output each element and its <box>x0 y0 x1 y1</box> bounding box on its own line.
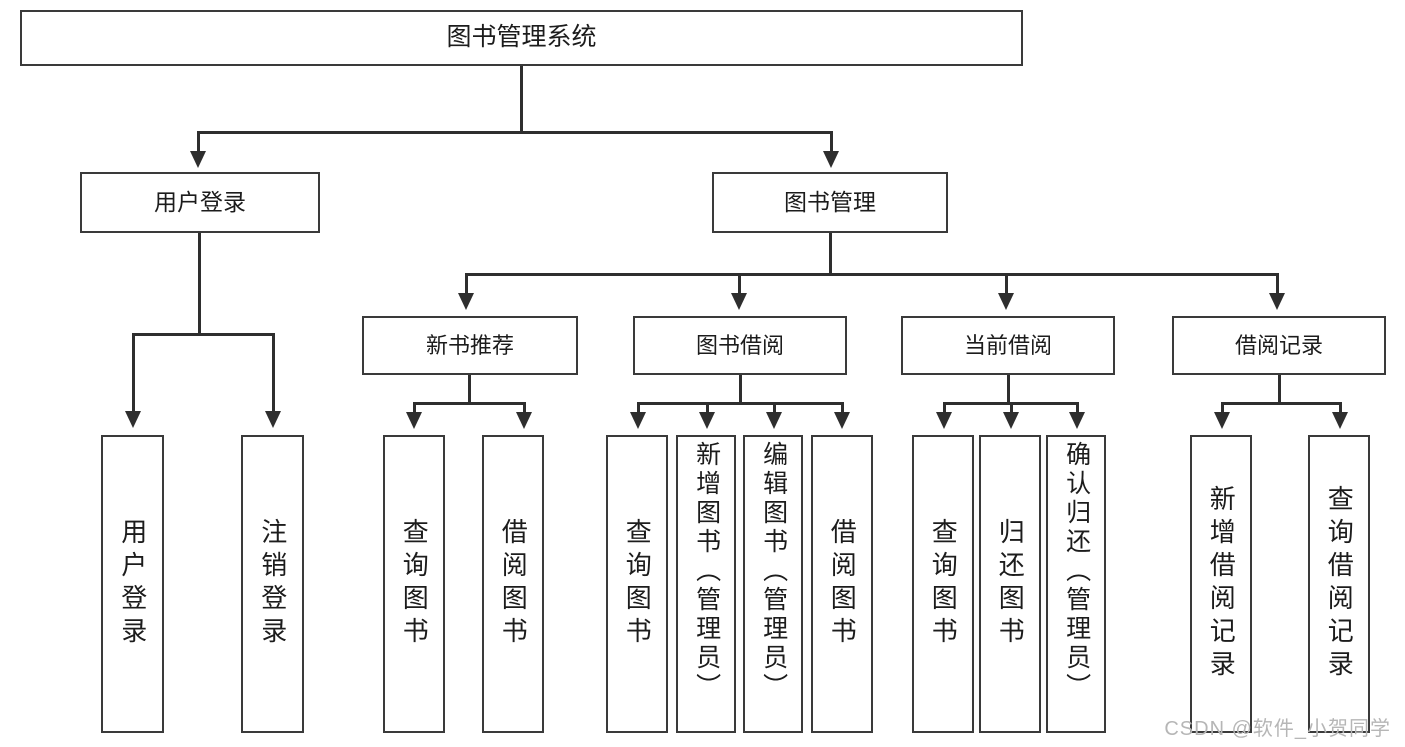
arrowhead-borrow-record <box>1269 293 1285 310</box>
leaf-bb-add-book-admin[interactable]: 新增图书（管理员） <box>676 435 736 733</box>
arrowhead-bb-leaf-3 <box>766 412 782 429</box>
arrowhead-book-borrow <box>731 293 747 310</box>
connector-br-stem <box>1278 375 1281 404</box>
node-label: 归还图书 <box>995 518 1026 650</box>
connector-cb-child-1 <box>943 402 946 414</box>
connector-bb-child-1 <box>637 402 640 414</box>
arrowhead-cb-leaf-1 <box>936 412 952 429</box>
leaf-nbr-borrow-book[interactable]: 借阅图书 <box>482 435 544 733</box>
connector-cb-child-2 <box>1010 402 1013 414</box>
node-label: 查询借阅记录 <box>1324 485 1355 683</box>
arrowhead-bb-leaf-2 <box>699 412 715 429</box>
leaf-cb-query-book[interactable]: 查询图书 <box>912 435 974 733</box>
node-label: 新增借阅记录 <box>1206 485 1237 683</box>
node-label: 借阅图书 <box>827 518 858 650</box>
node-label: 图书管理 <box>784 189 876 216</box>
connector-user-login-stem <box>198 233 201 335</box>
node-label: 图书借阅 <box>695 332 784 358</box>
connector-bb-child-3 <box>773 402 776 414</box>
node-book-management[interactable]: 图书管理 <box>712 172 948 233</box>
arrowhead-cb-leaf-2 <box>1003 412 1019 429</box>
connector-nbr-stem <box>468 375 471 404</box>
leaf-bb-query-book[interactable]: 查询图书 <box>606 435 668 733</box>
node-label: 借阅图书 <box>498 518 529 650</box>
connector-bm-child-2 <box>738 273 741 295</box>
leaf-cb-return-book[interactable]: 归还图书 <box>979 435 1041 733</box>
node-borrow-record[interactable]: 借阅记录 <box>1172 316 1386 375</box>
node-label: 图书管理系统 <box>446 23 597 52</box>
node-label: 用户登录 <box>117 518 148 650</box>
node-label: 新增图书（管理员） <box>692 441 721 702</box>
node-label: 借阅记录 <box>1234 332 1323 358</box>
connector-br-child-1 <box>1221 402 1224 414</box>
connector-nbr-child-1 <box>413 402 416 414</box>
arrowhead-new-book-recommend <box>458 293 474 310</box>
connector-bb-bus <box>638 402 844 405</box>
node-book-borrow[interactable]: 图书借阅 <box>633 316 847 375</box>
connector-cb-child-3 <box>1076 402 1079 414</box>
connector-br-bus <box>1222 402 1341 405</box>
arrowhead-br-leaf-1 <box>1214 412 1230 429</box>
node-root-book-management-system[interactable]: 图书管理系统 <box>20 10 1023 66</box>
connector-bm-child-3 <box>1005 273 1008 295</box>
connector-cb-stem <box>1007 375 1010 404</box>
connector-bb-stem <box>739 375 742 404</box>
node-label: 查询图书 <box>928 518 959 650</box>
arrowhead-bb-leaf-4 <box>834 412 850 429</box>
node-label: 查询图书 <box>622 518 653 650</box>
leaf-br-query-record[interactable]: 查询借阅记录 <box>1308 435 1370 733</box>
node-label: 当前借阅 <box>963 332 1052 358</box>
connector-book-management-bus <box>466 273 1278 276</box>
node-label: 新书推荐 <box>425 332 514 358</box>
leaf-br-add-record[interactable]: 新增借阅记录 <box>1190 435 1252 733</box>
node-label: 确认归还（管理员） <box>1062 441 1091 702</box>
connector-bb-child-2 <box>706 402 709 414</box>
node-label: 注销登录 <box>257 518 288 650</box>
leaf-bb-borrow-book[interactable]: 借阅图书 <box>811 435 873 733</box>
connector-bm-child-4 <box>1276 273 1279 295</box>
arrowhead-user-login <box>190 151 206 168</box>
connector-bb-child-4 <box>841 402 844 414</box>
node-label: 编辑图书（管理员） <box>759 441 788 702</box>
connector-root-stem <box>520 66 523 133</box>
connector-root-bus <box>198 131 832 134</box>
arrowhead-book-management <box>823 151 839 168</box>
connector-nbr-bus <box>414 402 526 405</box>
connector-user-login-bus <box>133 333 275 336</box>
arrowhead-bb-leaf-1 <box>630 412 646 429</box>
node-new-book-recommend[interactable]: 新书推荐 <box>362 316 578 375</box>
node-current-borrow[interactable]: 当前借阅 <box>901 316 1115 375</box>
arrowhead-nbr-leaf-1 <box>406 412 422 429</box>
connector-root-to-book-management <box>830 131 833 153</box>
connector-br-child-2 <box>1339 402 1342 414</box>
leaf-bb-edit-book-admin[interactable]: 编辑图书（管理员） <box>743 435 803 733</box>
arrowhead-current-borrow <box>998 293 1014 310</box>
arrowhead-leaf-logout <box>265 411 281 428</box>
connector-user-login-child-1 <box>132 333 135 413</box>
leaf-nbr-query-book[interactable]: 查询图书 <box>383 435 445 733</box>
connector-bm-child-1 <box>465 273 468 295</box>
arrowhead-leaf-user-login <box>125 411 141 428</box>
csdn-watermark: CSDN @软件_小贺同学 <box>1164 718 1391 740</box>
leaf-cb-confirm-return-admin[interactable]: 确认归还（管理员） <box>1046 435 1106 733</box>
connector-user-login-child-2 <box>272 333 275 413</box>
connector-book-management-stem <box>829 233 832 275</box>
connector-root-to-user-login <box>197 131 200 153</box>
leaf-logout[interactable]: 注销登录 <box>241 435 304 733</box>
node-label: 用户登录 <box>154 189 246 216</box>
arrowhead-nbr-leaf-2 <box>516 412 532 429</box>
arrowhead-br-leaf-2 <box>1332 412 1348 429</box>
arrowhead-cb-leaf-3 <box>1069 412 1085 429</box>
connector-nbr-child-2 <box>523 402 526 414</box>
node-label: 查询图书 <box>399 518 430 650</box>
node-user-login[interactable]: 用户登录 <box>80 172 320 233</box>
leaf-user-login[interactable]: 用户登录 <box>101 435 164 733</box>
